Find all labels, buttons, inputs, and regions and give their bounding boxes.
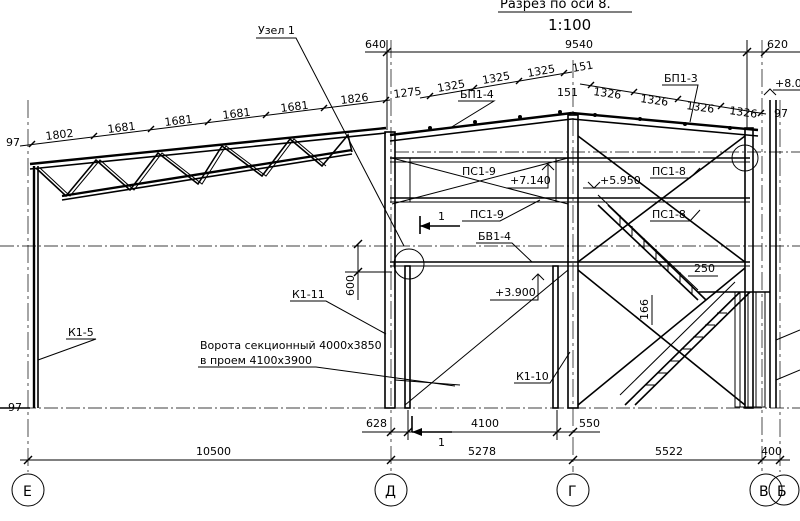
beam-label-ps1-8-upper: ПС1-8: [652, 165, 686, 178]
middle-frame: [384, 110, 759, 409]
elevation-top: +8.00: [775, 77, 800, 90]
roof-dim-1681-c: 1681: [222, 106, 251, 122]
beam-label-bv1-4: БВ1-4: [478, 230, 511, 243]
beam-label-ps1-9-upper: ПС1-9: [462, 165, 496, 178]
roof-dim-1325-a: 1325: [436, 77, 466, 95]
node-label: Узел 1: [258, 24, 295, 37]
roof-dim-97-right: 97: [774, 107, 788, 120]
roof-dim-1326-b: 1326: [640, 92, 670, 109]
section-mark-bottom: 1: [438, 436, 445, 449]
beam-label-bp1-3: БП1-3: [664, 72, 698, 85]
gate-note-line1: Ворота секционный 4000х3850: [200, 339, 382, 352]
roof-dim-1325-b: 1325: [481, 69, 511, 87]
dim-4100: 4100: [471, 417, 499, 430]
axis-e: Е: [23, 484, 32, 500]
roof-dim-1326-a: 1326: [593, 85, 623, 102]
column-label-k1-10: К1-10: [516, 370, 549, 383]
bottom-dims-row2: 10500 5278 5522 400: [20, 445, 790, 465]
roof-dim-1325-c: 1325: [526, 62, 556, 80]
dim-9540: 9540: [565, 38, 593, 51]
roof-dim-97: 97: [6, 136, 20, 149]
roof-dim-1681-d: 1681: [280, 99, 309, 115]
axis-b: Б: [777, 484, 787, 500]
dim-620: 620: [767, 38, 788, 51]
axis-d: Д: [385, 484, 396, 500]
dim-550: 550: [579, 417, 600, 430]
section-mark-top: 1: [438, 210, 445, 223]
left-bay-structure: [29, 126, 387, 408]
beam-label-ps1-9-lower: ПС1-9: [470, 208, 504, 221]
column-label-k1-11: К1-11: [292, 288, 325, 301]
dim-400: 400: [761, 445, 782, 458]
dim-5278: 5278: [468, 445, 496, 458]
roof-dim-1826: 1826: [340, 91, 369, 107]
elevation-3900: +3.900: [495, 286, 536, 299]
roof-dim-151-b: 151: [557, 86, 578, 99]
dim-5522: 5522: [655, 445, 683, 458]
roof-dim-1681-b: 1681: [164, 113, 193, 129]
drawing-scale: 1:100: [548, 16, 591, 34]
elevation-7140: +7.140: [510, 174, 551, 187]
axis-bubbles: Е Д Г В Б: [11, 473, 800, 507]
dim-600-text: 600: [344, 275, 357, 296]
staircase: [597, 194, 770, 408]
roof-dim-chain-mid: 1325 1325 1325 151 151: [419, 59, 594, 100]
drawing-title: Разрез по оси 8.: [500, 0, 611, 12]
axis-v: В: [759, 484, 769, 500]
dim-10500: 10500: [196, 445, 231, 458]
roof-dim-151-a: 151: [571, 59, 594, 75]
beam-label-bp1-4: БП1-4: [460, 88, 494, 101]
roof-dim-1681-a: 1681: [107, 120, 136, 136]
dim-640: 640: [365, 38, 386, 51]
right-edge-detail: [769, 100, 800, 408]
bottom-dims-row1: 628 4100 550 1: [362, 410, 600, 449]
column-label-k1-5: К1-5: [68, 326, 94, 339]
grid-lines: [0, 40, 800, 472]
dim-166: 166: [638, 299, 651, 320]
roof-dim-1326-d: 1326: [729, 104, 759, 121]
gate-note-line2: в проем 4100х3900: [200, 354, 312, 367]
dim-600: 600: [344, 239, 392, 300]
roof-dim-chain-right: 1326 1326 1326 1326 97: [579, 81, 788, 121]
top-dimension-line: 640 9540 620: [365, 38, 800, 130]
elevation-5950: +5.950: [600, 174, 641, 187]
axis-g: Г: [568, 484, 577, 500]
roof-dim-1802: 1802: [45, 127, 74, 143]
roof-dim-chain-left: 97 1802 1681 1681 1681 1681 1826 1275: [6, 85, 422, 149]
roof-dim-1275: 1275: [393, 85, 422, 101]
dim-628: 628: [366, 417, 387, 430]
dim-250: 250: [694, 262, 715, 275]
beam-label-ps1-8-lower: ПС1-8: [652, 208, 686, 221]
roof-dim-1326-c: 1326: [686, 99, 716, 116]
